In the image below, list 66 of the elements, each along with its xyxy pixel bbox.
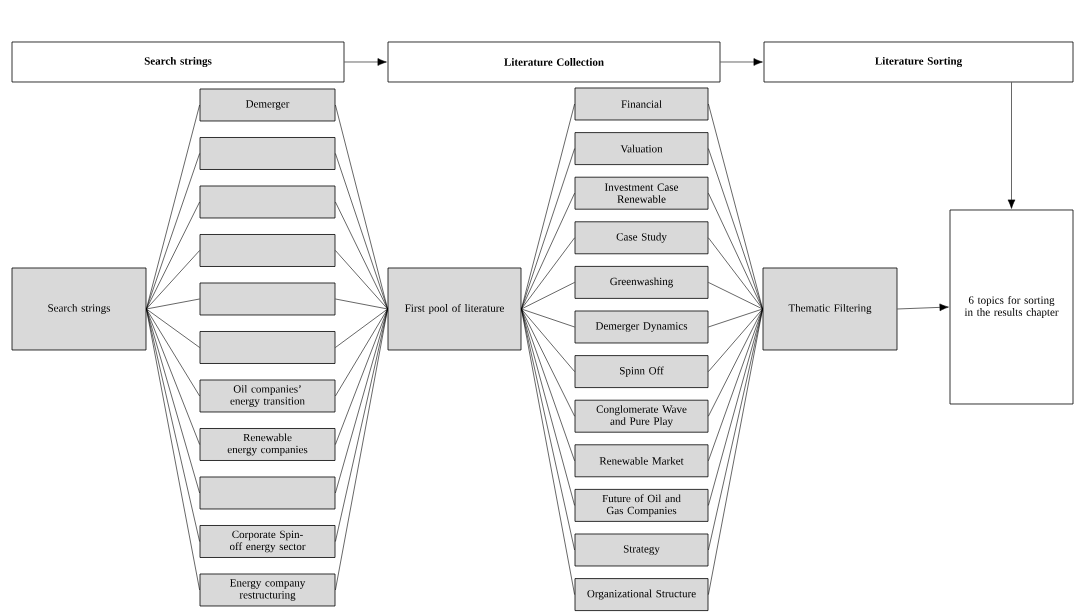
connector bbox=[521, 308, 575, 328]
process-box: Corporate Spin-off energy sector bbox=[199, 525, 336, 558]
process-box: Renewable energy companies bbox=[199, 428, 336, 461]
connector bbox=[146, 308, 200, 494]
connector bbox=[335, 250, 388, 310]
connector bbox=[708, 103, 763, 310]
connector bbox=[335, 308, 388, 348]
connector bbox=[708, 308, 763, 372]
connector bbox=[146, 298, 200, 310]
connector bbox=[335, 308, 388, 494]
connector bbox=[521, 103, 575, 310]
process-box: Demerger Dynamics bbox=[574, 310, 709, 344]
connector bbox=[708, 308, 763, 506]
connector bbox=[897, 303, 949, 312]
empty-box bbox=[199, 137, 336, 170]
process-box: Investment Case Renewable bbox=[574, 176, 709, 210]
empty-box bbox=[199, 234, 336, 267]
result-box: 6 topics for sorting in the results chapter bbox=[949, 209, 1074, 405]
connector bbox=[708, 282, 763, 310]
connector bbox=[335, 201, 388, 310]
stage-box: Literature Collection bbox=[387, 41, 721, 83]
process-box: Search strings bbox=[11, 267, 147, 351]
process-box: Spinn Off bbox=[574, 355, 709, 388]
empty-box bbox=[199, 331, 336, 364]
connector bbox=[720, 58, 763, 66]
process-box: Financial bbox=[574, 87, 709, 121]
process-box: First pool of literature bbox=[387, 267, 522, 351]
connector bbox=[708, 237, 763, 310]
stage-box: Literature Sorting bbox=[763, 41, 1074, 83]
process-box: Renewable Market bbox=[574, 444, 709, 478]
connector bbox=[521, 308, 575, 462]
process-box: Valuation bbox=[574, 132, 709, 165]
connector bbox=[335, 308, 388, 397]
process-box: Future of Oil and Gas Companies bbox=[574, 489, 709, 522]
connector bbox=[521, 282, 575, 310]
connector bbox=[146, 104, 200, 310]
process-box: Conglomerate Wave and Pure Play bbox=[574, 399, 709, 433]
connector bbox=[521, 237, 575, 310]
process-box: Organizational Structure bbox=[574, 578, 709, 611]
process-box: Energy company restructuring bbox=[199, 573, 336, 607]
connector bbox=[708, 192, 763, 310]
process-box: Strategy bbox=[574, 533, 709, 567]
connector bbox=[335, 104, 388, 310]
connector bbox=[521, 192, 575, 310]
process-box: Case Study bbox=[574, 221, 709, 255]
connector bbox=[521, 308, 575, 372]
connector bbox=[146, 250, 200, 310]
connector bbox=[146, 308, 200, 348]
connector bbox=[335, 298, 388, 310]
connector bbox=[146, 308, 200, 397]
empty-box bbox=[199, 282, 336, 316]
connector bbox=[708, 308, 763, 328]
process-box: Oil companies’ energy transition bbox=[199, 379, 336, 413]
empty-box bbox=[199, 185, 336, 219]
stage-box: Search strings bbox=[11, 41, 345, 83]
connector bbox=[708, 308, 763, 595]
connector bbox=[146, 201, 200, 310]
connector bbox=[521, 308, 575, 595]
connector bbox=[344, 58, 387, 66]
connector bbox=[335, 308, 388, 591]
connector bbox=[1007, 82, 1016, 209]
empty-box bbox=[199, 476, 336, 510]
connector bbox=[146, 308, 200, 591]
process-box: Greenwashing bbox=[574, 266, 709, 299]
process-box: Demerger bbox=[199, 88, 336, 122]
process-box: Thematic Filtering bbox=[762, 267, 898, 351]
